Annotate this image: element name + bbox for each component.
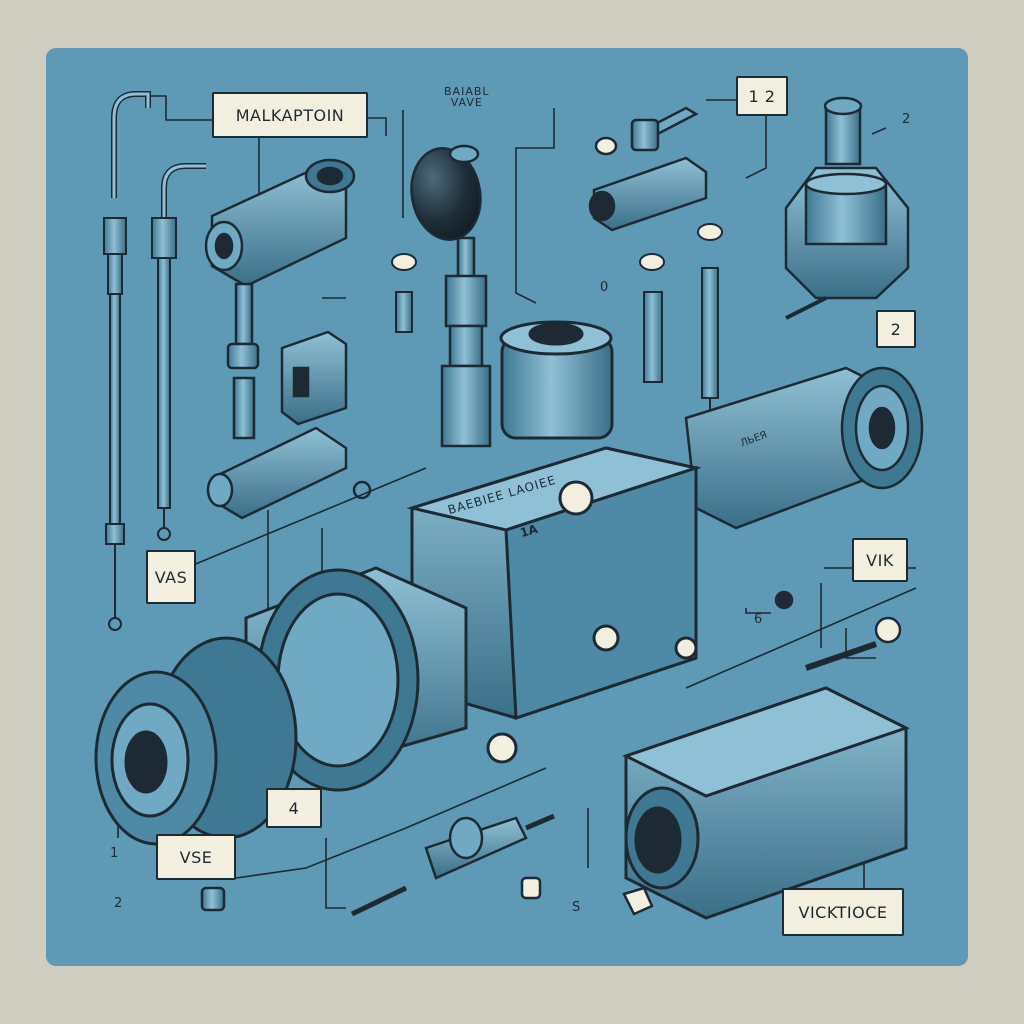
top-title-line-2: VAVE: [450, 96, 483, 109]
label-malkaption: MALKAPTOIN: [212, 92, 368, 138]
diagram-panel: BAIABL VAVE MALKAPTOIN 1 2 2 VAS VIK 4 V…: [46, 48, 968, 966]
number-2-left: 2: [114, 896, 123, 911]
small-caps: [391, 223, 723, 448]
number-2-top-right: 2: [902, 112, 911, 127]
label-vicktioce: VICKTIOCE: [782, 888, 904, 936]
lower-right-housing: [622, 641, 910, 920]
bracket-block: [280, 330, 348, 426]
number-1-left: 1: [110, 846, 119, 861]
ball-handle: [410, 144, 492, 448]
number-0: 0: [600, 280, 609, 295]
lower-small-parts: [200, 480, 902, 917]
right-cylinder: [684, 366, 924, 530]
top-valve-assembly: [588, 106, 708, 232]
label-vas: VAS: [146, 550, 196, 604]
left-tube-assembly: [103, 91, 206, 631]
label-vik: VIK: [852, 538, 908, 582]
label-box-2: 2: [876, 310, 916, 348]
number-6: 6: [754, 612, 763, 627]
upper-left-fitting: [204, 158, 356, 520]
exploded-valve-illustration: [94, 91, 924, 920]
label-box-4: 4: [266, 788, 322, 828]
label-top-12: 1 2: [736, 76, 788, 116]
label-vse: VSE: [156, 834, 236, 880]
main-valve-body: [406, 320, 702, 764]
flange-valve: [784, 96, 910, 320]
top-title: BAIABL VAVE: [444, 86, 490, 108]
number-s: S: [572, 900, 581, 915]
top-title-line-1: BAIABL: [444, 85, 490, 98]
left-cylinder: [94, 566, 468, 846]
